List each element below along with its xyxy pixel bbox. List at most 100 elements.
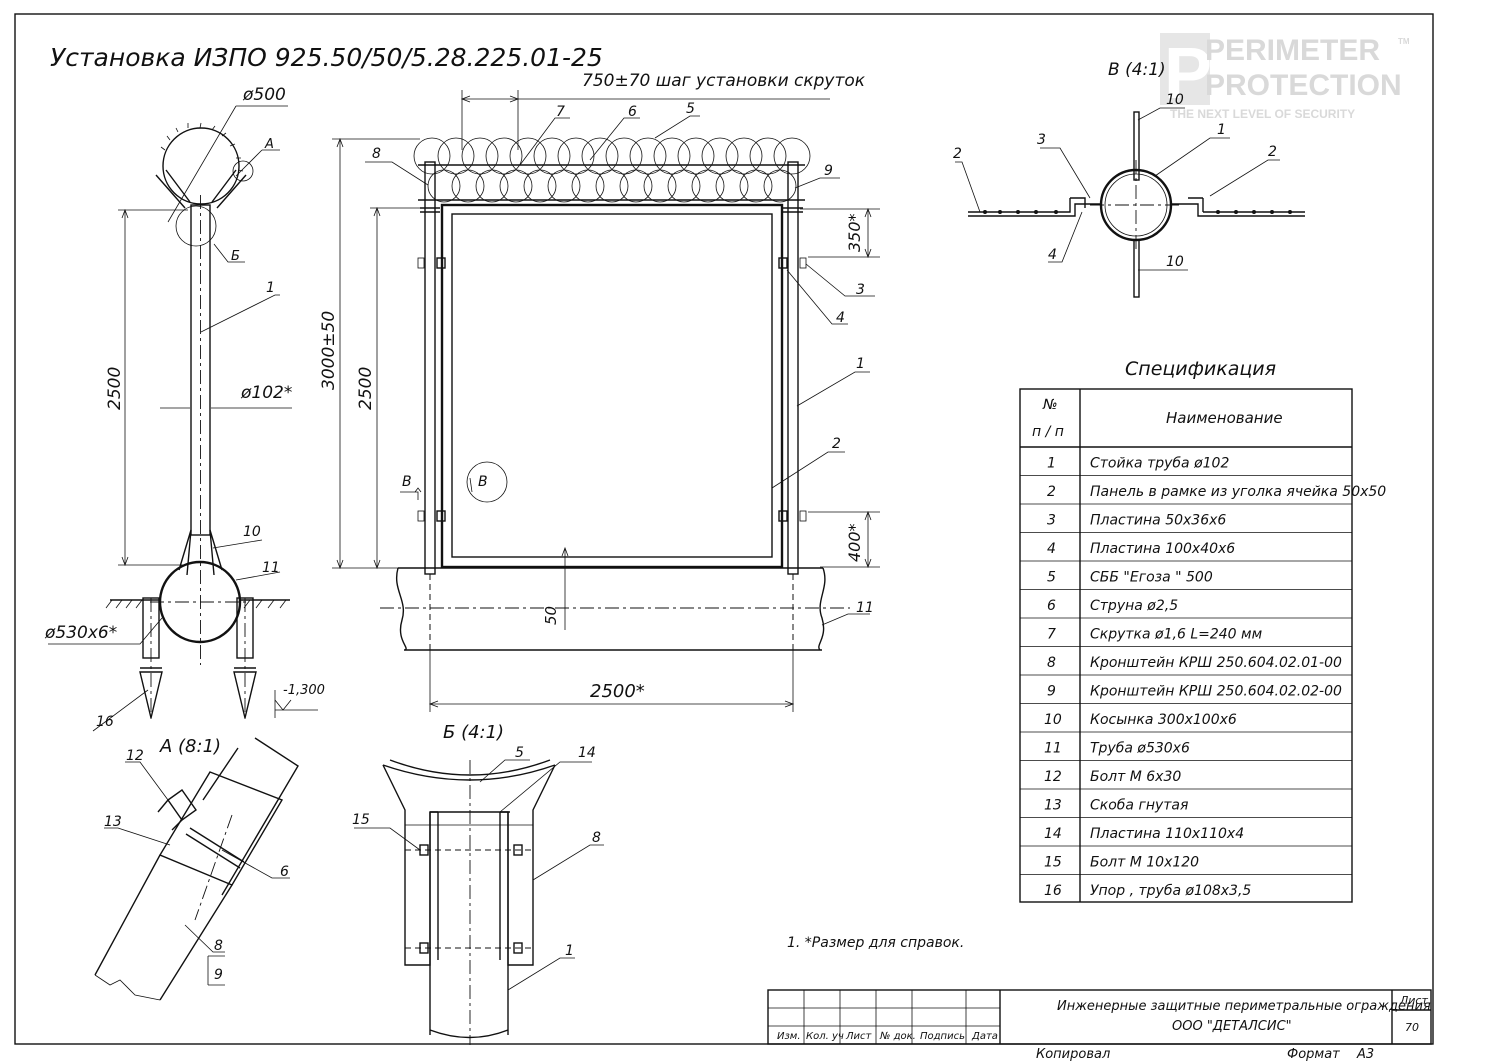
front-callout-1: 1 xyxy=(856,356,865,372)
detail-a-view: А (8:1) 12 13 6 8 9 xyxy=(94,736,299,1001)
detail-b4-callout-4: 4 xyxy=(1048,247,1057,263)
detail-b-title: Б (4:1) xyxy=(443,722,504,743)
spec-row-name: Панель в рамке из уголка ячейка 50х50 xyxy=(1090,484,1386,500)
dim-panel-height: 2500 xyxy=(356,367,376,410)
dim-width: 2500* xyxy=(590,681,645,702)
tb-header-date: Дата xyxy=(971,1031,998,1042)
spec-row-name: Пластина 100х40х6 xyxy=(1090,541,1235,557)
side-dim-level: -1,300 xyxy=(283,683,325,698)
side-view: 2500 ø500 ø102* ø530x6* -1,300 А Б 1 10 … xyxy=(44,85,325,732)
detail-b-callout-15: 15 xyxy=(352,812,370,828)
spec-row-no: 3 xyxy=(1047,513,1056,529)
tb-copied: Копировал xyxy=(1036,1047,1110,1061)
spec-row-name: Упор , труба ø108х3,5 xyxy=(1090,883,1251,899)
detail-a-callout-9: 9 xyxy=(214,967,223,983)
spec-col-no-line2: п / п xyxy=(1032,424,1064,440)
side-callout-1: 1 xyxy=(266,280,275,296)
title-block: Изм. Кол. уч Лист № док. Подпись Дата Ин… xyxy=(767,989,1432,1061)
sheet-frame xyxy=(14,13,1434,1045)
watermark-line2: PROTECTION xyxy=(1205,69,1402,102)
razor-barbs xyxy=(160,122,244,172)
razor-coil-circle xyxy=(162,127,240,205)
spec-row-no: 15 xyxy=(1044,855,1062,871)
side-callout-a: А xyxy=(264,137,274,152)
side-dim-top: ø500 xyxy=(242,85,286,105)
right-post xyxy=(787,161,799,575)
front-callout-5: 5 xyxy=(686,101,695,117)
spec-row-name: Труба ø530х6 xyxy=(1090,741,1190,757)
mesh-panel-frame xyxy=(440,203,784,569)
spec-row-name: Кронштейн КРШ 250.604.02.01-00 xyxy=(1090,655,1342,671)
detail-b-view: Б (4:1) 5 14 15 8 1 xyxy=(352,722,604,1045)
spec-row-no: 5 xyxy=(1047,570,1056,586)
tb-header-kol: Кол. уч xyxy=(806,1031,844,1042)
detail-b4-callout-2a: 2 xyxy=(953,146,962,162)
side-dim-post: ø102* xyxy=(240,383,292,403)
tb-header-izm: Изм. xyxy=(777,1031,801,1042)
spec-row-no: 14 xyxy=(1044,826,1062,842)
drawing-title: Установка ИЗПО 925.50/50/5.28.225.01-25 xyxy=(50,43,603,72)
note-text: 1. *Размер для справок. xyxy=(787,935,964,951)
tb-header-sign: Подпись xyxy=(920,1031,965,1042)
spec-row-name: Скоба гнутая xyxy=(1090,798,1188,814)
tb-line1: Инженерные защитные периметральные ограж… xyxy=(1057,999,1431,1014)
front-callout-2: 2 xyxy=(832,436,841,452)
detail-b4-callout-10a: 10 xyxy=(1166,92,1184,108)
detail-a-callout-6: 6 xyxy=(280,864,289,880)
spec-row-name: Скрутка ø1,6 L=240 мм xyxy=(1090,627,1263,643)
side-dim-pipe: ø530x6* xyxy=(44,623,117,643)
detail-b4-title: В (4:1) xyxy=(1108,60,1166,80)
dim-step: 750±70 шаг установки скруток xyxy=(582,71,866,91)
spec-row-no: 16 xyxy=(1044,883,1062,899)
spec-row-name: Кронштейн КРШ 250.604.02.02-00 xyxy=(1090,684,1342,700)
front-callout-7: 7 xyxy=(556,104,565,120)
spec-row-no: 12 xyxy=(1044,769,1062,785)
side-callout-16: 16 xyxy=(96,714,114,730)
detail-b4-callout-2b: 2 xyxy=(1268,144,1277,160)
side-callout-b: Б xyxy=(231,249,240,264)
detail-b4-callout-10b: 10 xyxy=(1166,254,1184,270)
spec-row-name: Стойка труба ø102 xyxy=(1090,456,1229,472)
dim-bottom-offset: 400* xyxy=(845,523,864,562)
watermark-logo: P PERIMETER PROTECTION TM THE NEXT LEVEL… xyxy=(1160,33,1410,121)
mesh-panel xyxy=(451,213,773,558)
spec-row-name: Болт М 10х120 xyxy=(1090,855,1199,871)
detail-a-callout-13: 13 xyxy=(104,814,122,830)
spec-row-name: Болт М 6х30 xyxy=(1090,769,1181,785)
detail-b-callout-8: 8 xyxy=(592,830,601,846)
side-dim-height: 2500 xyxy=(105,367,125,410)
detail-b-callout-5: 5 xyxy=(515,745,524,761)
left-post xyxy=(424,161,436,575)
tb-format-value: А3 xyxy=(1356,1047,1374,1061)
front-view: 50 750±70 шаг установки скруток 3000±50 … xyxy=(319,71,880,712)
detail-b4-callout-3: 3 xyxy=(1037,132,1046,148)
spec-title: Спецификация xyxy=(1125,358,1276,380)
spec-row-name: Косынка 300х100х6 xyxy=(1090,712,1237,728)
side-callout-11: 11 xyxy=(262,560,280,576)
razor-coils xyxy=(413,137,811,203)
tb-sheet-no: 70 xyxy=(1405,1021,1419,1034)
detail-b4-view: В (4:1) 10 1 3 2 2 4 10 xyxy=(953,60,1305,298)
tb-header-doc: № док. xyxy=(879,1031,916,1042)
spec-row-no: 10 xyxy=(1044,712,1062,728)
detail-b-callout-14: 14 xyxy=(578,745,596,761)
spec-col-name: Наименование xyxy=(1166,409,1283,427)
dim-total-height: 3000±50 xyxy=(319,311,339,390)
detail-mark: В xyxy=(478,474,488,490)
spec-col-no-line1: № xyxy=(1042,397,1058,413)
front-callout-9: 9 xyxy=(824,163,833,179)
watermark-tagline: THE NEXT LEVEL OF SECURITY xyxy=(1170,107,1355,121)
tb-header-list: Лист xyxy=(845,1031,873,1042)
front-callout-4: 4 xyxy=(836,310,845,326)
spec-row-name: Струна ø2,5 xyxy=(1090,598,1178,614)
spec-row-name: СББ "Егоза " 500 xyxy=(1090,570,1213,586)
dim-ground: 50 xyxy=(542,606,560,625)
spec-row-no: 6 xyxy=(1047,598,1056,614)
spec-row-no: 9 xyxy=(1047,684,1056,700)
logo-letter: P xyxy=(1164,34,1212,114)
spec-row-no: 4 xyxy=(1047,541,1056,557)
spec-row-no: 11 xyxy=(1044,741,1062,757)
